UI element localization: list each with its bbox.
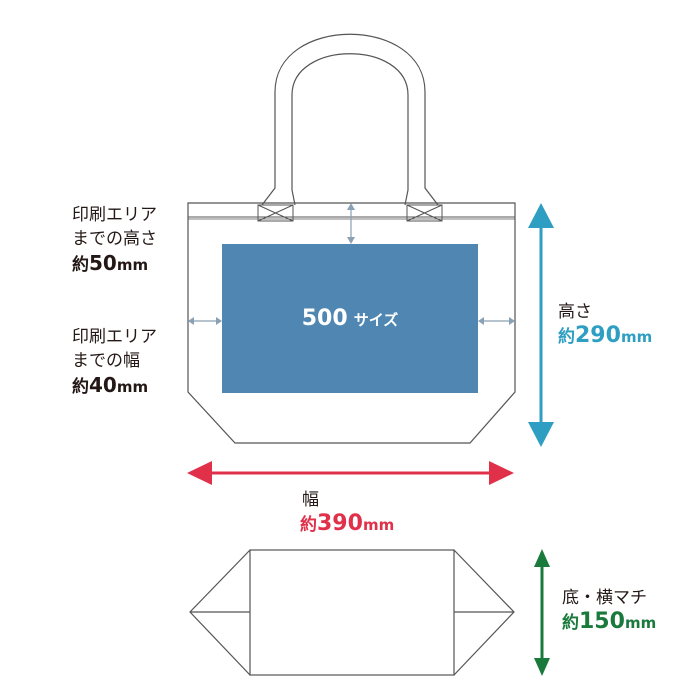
print-height-line1: 印刷エリア [72,205,157,225]
height-label: 高さ 約290mm [558,300,652,349]
bag-handle [261,33,439,206]
print-height-value: 約50mm [72,251,149,275]
gusset-arrow [534,549,550,676]
print-width-line2: までの幅 [72,351,140,371]
print-height-line2: までの高さ [72,229,157,249]
width-value: 約390mm [300,511,395,536]
height-arrow [528,203,554,447]
gusset-value: 約150mm [562,609,657,634]
width-label: 幅 約390mm [300,488,394,537]
print-width-value: 約40mm [72,373,149,397]
bag-body-front [187,202,516,444]
bag-bottom-gusset [189,549,515,676]
print-height-guide-arrow [347,203,355,244]
gusset-label: 底・横マチ 約150mm [562,586,656,635]
gusset-label-text: 底・横マチ [562,588,647,608]
print-width-line1: 印刷エリア [72,327,157,347]
print-width-guide-arrow-right [478,317,515,325]
print-height-label: 印刷エリア までの高さ 約50mm [72,203,157,277]
print-width-label: 印刷エリア までの幅 約40mm [72,325,157,399]
width-arrow [187,461,514,485]
print-width-guide-arrow-left [188,317,222,325]
height-label-text: 高さ [558,302,592,322]
width-label-text: 幅 [302,490,319,510]
print-area [222,244,478,393]
height-value: 約290mm [558,323,653,348]
